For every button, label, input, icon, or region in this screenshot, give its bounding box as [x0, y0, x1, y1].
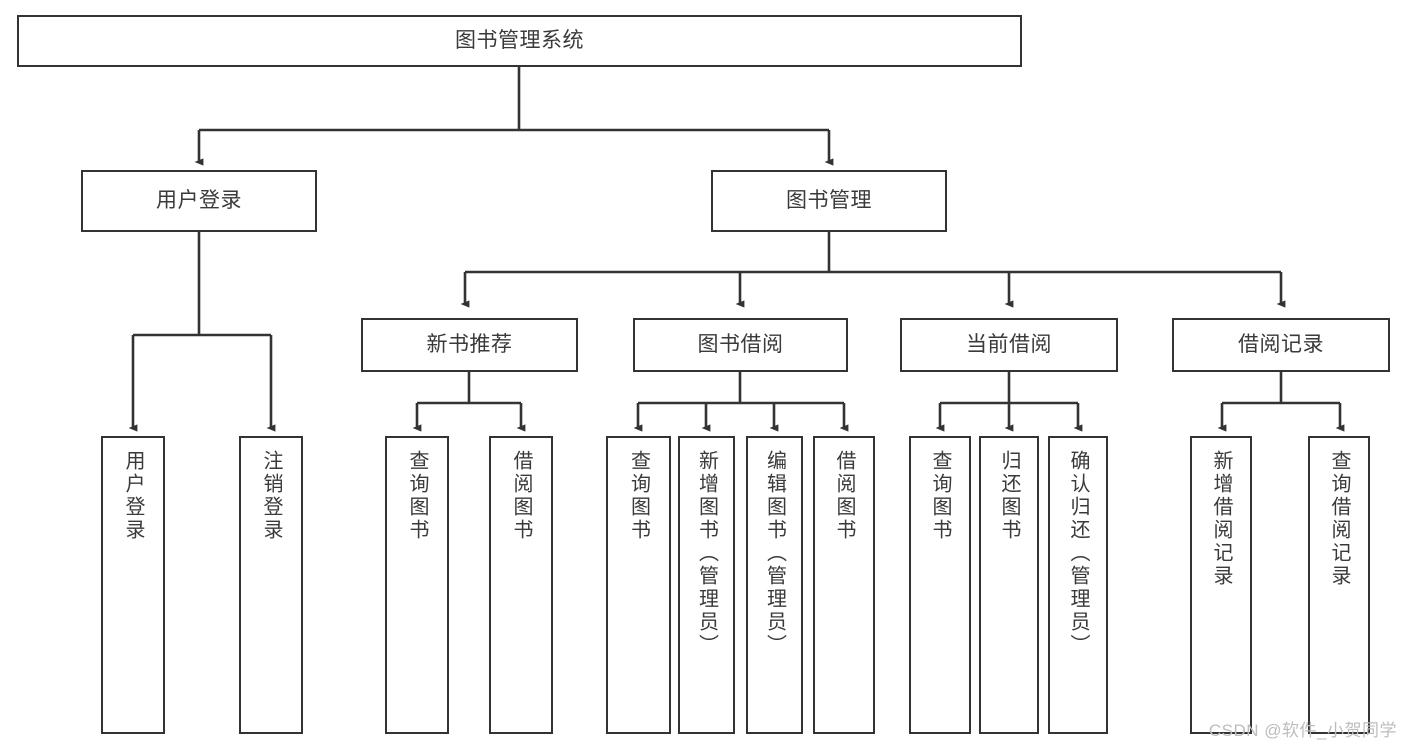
node-label: 借阅记录: [1238, 333, 1324, 357]
node-label: 查询图书: [929, 450, 951, 542]
node-leaf-query-record[interactable]: 查询借阅记录: [1308, 436, 1370, 734]
node-leaf-query-book-2[interactable]: 查询图书: [606, 436, 671, 734]
node-book-borrow[interactable]: 图书借阅: [633, 318, 848, 372]
node-leaf-return-book[interactable]: 归还图书: [979, 436, 1039, 734]
node-leaf-query-book-1[interactable]: 查询图书: [385, 436, 449, 734]
node-leaf-confirm-return[interactable]: 确认归还（管理员）: [1048, 436, 1108, 734]
node-leaf-add-record[interactable]: 新增借阅记录: [1190, 436, 1252, 734]
node-label: 图书借阅: [697, 333, 784, 357]
node-leaf-query-book-3[interactable]: 查询图书: [909, 436, 971, 734]
node-label: 借阅图书: [833, 450, 855, 542]
node-label: 图书管理: [786, 189, 872, 213]
node-leaf-user-logout[interactable]: 注销登录: [239, 436, 303, 734]
node-label: 新书推荐: [426, 333, 513, 357]
node-label: 确认归还（管理员）: [1067, 450, 1089, 657]
node-label: 新增借阅记录: [1210, 450, 1232, 588]
node-label: 注销登录: [260, 450, 282, 542]
node-leaf-borrow-book-2[interactable]: 借阅图书: [813, 436, 875, 734]
node-label: 查询图书: [406, 450, 428, 542]
node-label: 借阅图书: [510, 450, 532, 542]
csdn-watermark: CSDN @软件_小贺同学: [1208, 721, 1397, 740]
node-new-book-recommend[interactable]: 新书推荐: [361, 318, 578, 372]
node-label: 归还图书: [998, 450, 1020, 542]
node-label: 新增图书（管理员）: [695, 450, 718, 657]
node-label: 当前借阅: [966, 333, 1052, 357]
node-leaf-add-book[interactable]: 新增图书（管理员）: [678, 436, 735, 734]
node-current-borrow[interactable]: 当前借阅: [900, 318, 1118, 372]
node-root-system[interactable]: 图书管理系统: [17, 15, 1022, 67]
node-label: 用户登录: [122, 450, 144, 542]
node-label: 查询借阅记录: [1328, 450, 1350, 588]
node-borrow-record[interactable]: 借阅记录: [1172, 318, 1390, 372]
node-user-login[interactable]: 用户登录: [81, 170, 317, 232]
node-label: 编辑图书（管理员）: [763, 450, 786, 657]
node-book-manage[interactable]: 图书管理: [711, 170, 947, 232]
node-label: 用户登录: [156, 189, 242, 213]
node-label: 图书管理系统: [455, 29, 584, 53]
node-label: 查询图书: [627, 450, 650, 542]
node-leaf-borrow-book-1[interactable]: 借阅图书: [489, 436, 553, 734]
node-leaf-user-login[interactable]: 用户登录: [101, 436, 165, 734]
node-leaf-edit-book[interactable]: 编辑图书（管理员）: [746, 436, 803, 734]
